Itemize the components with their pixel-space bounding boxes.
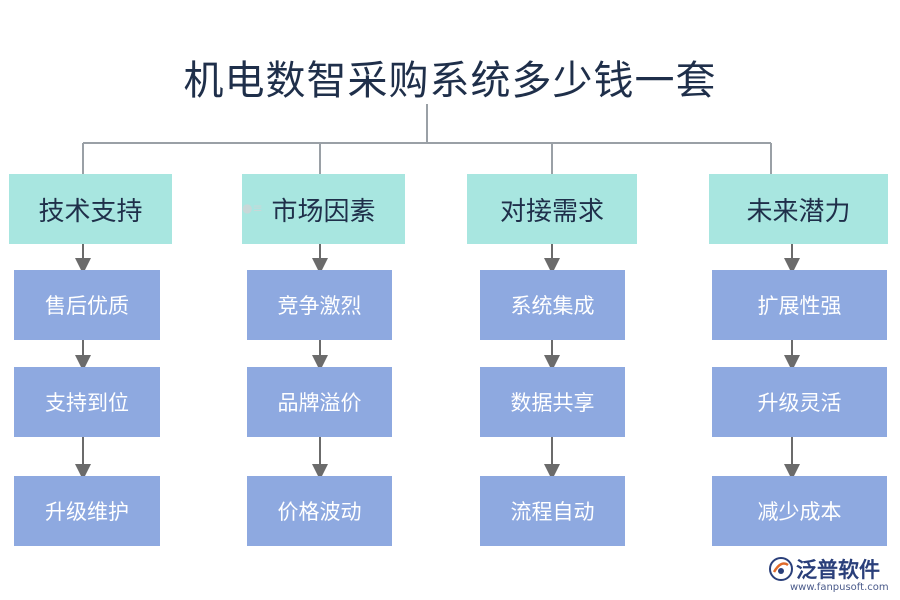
node-price-fluctuation: 价格波动 xyxy=(247,476,392,546)
node-strong-extensibility: 扩展性强 xyxy=(712,270,887,340)
node-upgrade-maintenance: 升级维护 xyxy=(14,476,160,546)
heading-market-factors: 市场因素 xyxy=(242,174,405,244)
node-data-sharing: 数据共享 xyxy=(480,367,625,437)
heading-technical-support: 技术支持 xyxy=(9,174,172,244)
heading-integration-needs: 对接需求 xyxy=(467,174,637,244)
brand-logo: 泛普软件 www.fanpusoft.com xyxy=(768,554,892,598)
heading-future-potential: 未来潜力 xyxy=(709,174,888,244)
node-system-integration: 系统集成 xyxy=(480,270,625,340)
node-fierce-competition: 竞争激烈 xyxy=(247,270,392,340)
node-support-in-place: 支持到位 xyxy=(14,367,160,437)
logo-url: www.fanpusoft.com xyxy=(790,582,889,593)
node-flexible-upgrade: 升级灵活 xyxy=(712,367,887,437)
fanpu-logo-icon xyxy=(769,557,793,581)
diagram-title: 机电数智采购系统多少钱一套 xyxy=(183,58,717,104)
node-after-sales: 售后优质 xyxy=(14,270,160,340)
node-brand-premium: 品牌溢价 xyxy=(247,367,392,437)
logo-name: 泛普软件 xyxy=(796,558,880,582)
watermark-icon: ●≡ xyxy=(242,201,263,215)
node-process-automation: 流程自动 xyxy=(480,476,625,546)
node-reduce-cost: 减少成本 xyxy=(712,476,887,546)
